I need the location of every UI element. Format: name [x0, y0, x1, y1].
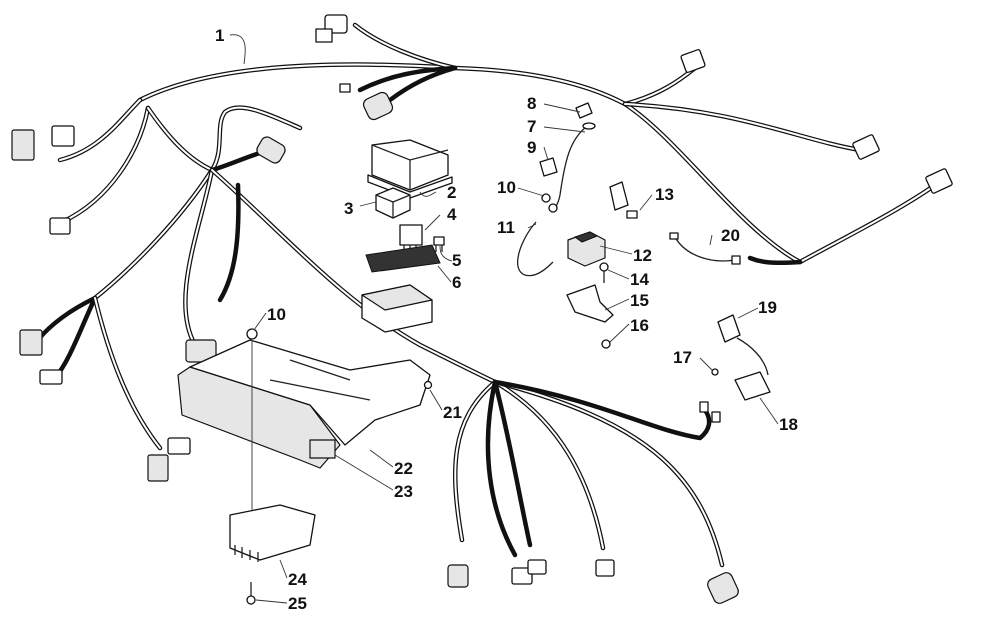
callout-21: 21 [443, 403, 462, 422]
coil-terminals [699, 401, 721, 423]
callout-14: 14 [630, 270, 649, 289]
nut [601, 339, 611, 349]
connector-icon [315, 28, 333, 43]
callout-15: 15 [630, 291, 649, 310]
connector-icon [11, 129, 35, 161]
callout-23: 23 [394, 482, 413, 501]
connector-icon [707, 572, 739, 604]
spark-plug-cap [717, 314, 769, 376]
main-wiring-harness [35, 22, 938, 568]
relay-small [375, 187, 411, 219]
callout-13: 13 [655, 185, 674, 204]
connector-icon [680, 49, 706, 73]
connector-icon [167, 437, 191, 455]
callout-10-tray: 10 [267, 305, 286, 324]
electrical-tray [177, 339, 431, 469]
fuse-box-cover [367, 139, 453, 199]
callout-2: 2 [447, 183, 456, 202]
callout-17: 17 [673, 348, 692, 367]
callout-18: 18 [779, 415, 798, 434]
callout-24: 24 [288, 570, 307, 589]
callout-6: 6 [452, 273, 461, 292]
screw [599, 262, 609, 283]
callout-16: 16 [630, 316, 649, 335]
callout-10-top: 10 [497, 178, 516, 197]
screw [711, 368, 719, 376]
fuse-block [361, 284, 433, 333]
callout-1: 1 [215, 26, 224, 45]
voltage-regulator [229, 504, 316, 562]
fuse [433, 236, 445, 252]
connector-icon [256, 136, 286, 164]
connector-icon [339, 83, 351, 93]
nut [541, 193, 558, 213]
connector-icon [447, 564, 469, 588]
callout-7: 7 [527, 117, 536, 136]
cap-screw [246, 582, 256, 605]
connector-icon [147, 454, 169, 482]
solenoid-bracket [566, 284, 614, 323]
connector-icon [527, 559, 547, 575]
connector-icon [511, 567, 533, 585]
fuse-block-bracket [309, 439, 336, 459]
ground-cable [516, 221, 554, 277]
terminal-boot [575, 102, 593, 119]
connector-icon [49, 217, 71, 235]
callout-8: 8 [527, 94, 536, 113]
callout-4: 4 [447, 205, 457, 224]
callout-12: 12 [633, 246, 652, 265]
solenoid-connector [609, 181, 629, 211]
callout-25: 25 [288, 594, 307, 613]
ignition-coil [734, 371, 771, 401]
connector-icon [852, 134, 880, 160]
terminal-cover [539, 157, 558, 177]
screw [423, 380, 433, 390]
callout-11: 11 [497, 218, 515, 237]
ground-wire [669, 232, 741, 265]
callout-20: 20 [721, 226, 740, 245]
callout-5: 5 [452, 251, 461, 270]
connector-icon [925, 168, 953, 194]
fuse-board [365, 244, 441, 273]
connector-icon [595, 559, 615, 577]
fuse [626, 210, 638, 219]
harness-connectors [11, 14, 953, 604]
starter-solenoid [567, 231, 606, 267]
callout-22: 22 [394, 459, 413, 478]
connector-icon [19, 329, 43, 356]
callout-9: 9 [527, 138, 536, 157]
connector-icon [51, 125, 75, 147]
callout-19: 19 [758, 298, 777, 317]
connector-icon [39, 369, 63, 385]
callout-3: 3 [344, 199, 353, 218]
leader-lines [229, 34, 779, 604]
callout-labels: 1 2 3 4 5 6 8 7 9 10 11 12 13 14 15 16 1… [215, 26, 798, 613]
battery-cable [551, 122, 596, 211]
connector-icon [362, 91, 394, 121]
